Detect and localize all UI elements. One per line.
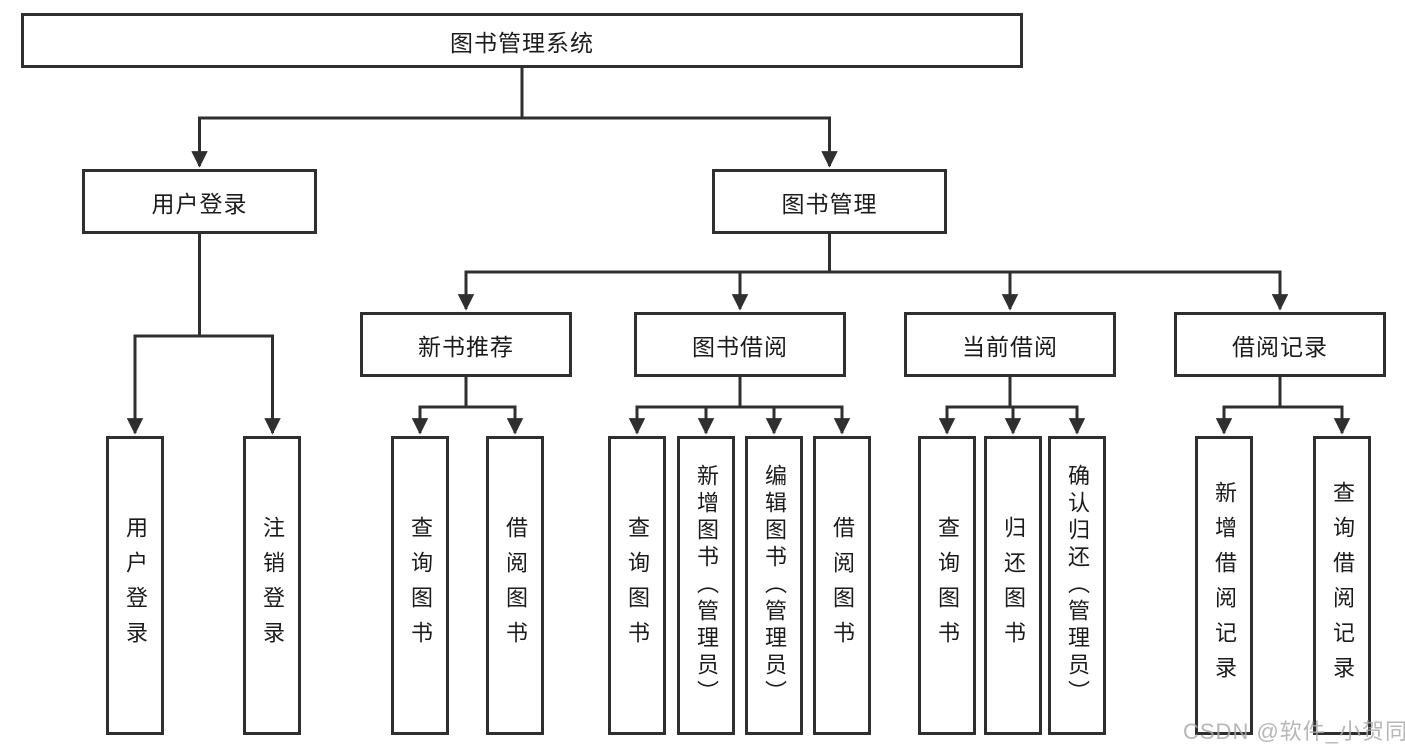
leaf-query-books-recommend-label: 查询图书	[408, 515, 433, 656]
node-root-library-system: 图书管理系统	[21, 13, 1023, 68]
node-new-book-recommend: 新书推荐	[360, 312, 572, 377]
leaf-logout-login-label: 注销登录	[260, 515, 285, 656]
leaf-borrow-books-recommend-label: 借阅图书	[503, 515, 528, 656]
leaf-borrow-books-label: 借阅图书	[830, 515, 855, 656]
leaf-user-login-label: 用户登录	[123, 515, 148, 656]
leaf-add-borrow-record: 新增借阅记录	[1195, 436, 1253, 735]
leaf-borrow-books-recommend: 借阅图书	[486, 436, 544, 735]
leaf-add-book-admin-label: 新增图书（管理员）	[694, 464, 719, 707]
leaf-confirm-return-admin-label: 确认归还（管理员）	[1065, 464, 1090, 707]
leaf-query-borrow-record-label: 查询借阅记录	[1330, 480, 1355, 691]
node-current-borrow: 当前借阅	[904, 312, 1116, 377]
node-book-management: 图书管理	[712, 169, 947, 234]
leaf-query-books-current-label: 查询图书	[935, 515, 960, 656]
leaf-confirm-return-admin: 确认归还（管理员）	[1048, 436, 1106, 735]
leaf-add-book-admin: 新增图书（管理员）	[677, 436, 735, 735]
leaf-return-book: 归还图书	[984, 436, 1042, 735]
leaf-edit-book-admin: 编辑图书（管理员）	[745, 436, 803, 735]
leaf-borrow-books: 借阅图书	[813, 436, 871, 735]
leaf-query-borrow-record: 查询借阅记录	[1313, 436, 1371, 735]
leaf-add-borrow-record-label: 新增借阅记录	[1212, 480, 1237, 691]
leaf-logout-login: 注销登录	[243, 436, 301, 735]
csdn-watermark: CSDN @软件_小贺同学	[1183, 719, 1405, 744]
node-borrow-records: 借阅记录	[1174, 312, 1386, 377]
leaf-query-books-recommend: 查询图书	[391, 436, 449, 735]
node-book-borrow: 图书借阅	[634, 312, 846, 377]
leaf-user-login: 用户登录	[106, 436, 164, 735]
leaf-query-books-borrow: 查询图书	[608, 436, 666, 735]
node-user-login: 用户登录	[82, 169, 317, 234]
leaf-query-books-current: 查询图书	[918, 436, 976, 735]
leaf-return-book-label: 归还图书	[1001, 515, 1026, 656]
leaf-query-books-borrow-label: 查询图书	[625, 515, 650, 656]
leaf-edit-book-admin-label: 编辑图书（管理员）	[762, 464, 787, 707]
